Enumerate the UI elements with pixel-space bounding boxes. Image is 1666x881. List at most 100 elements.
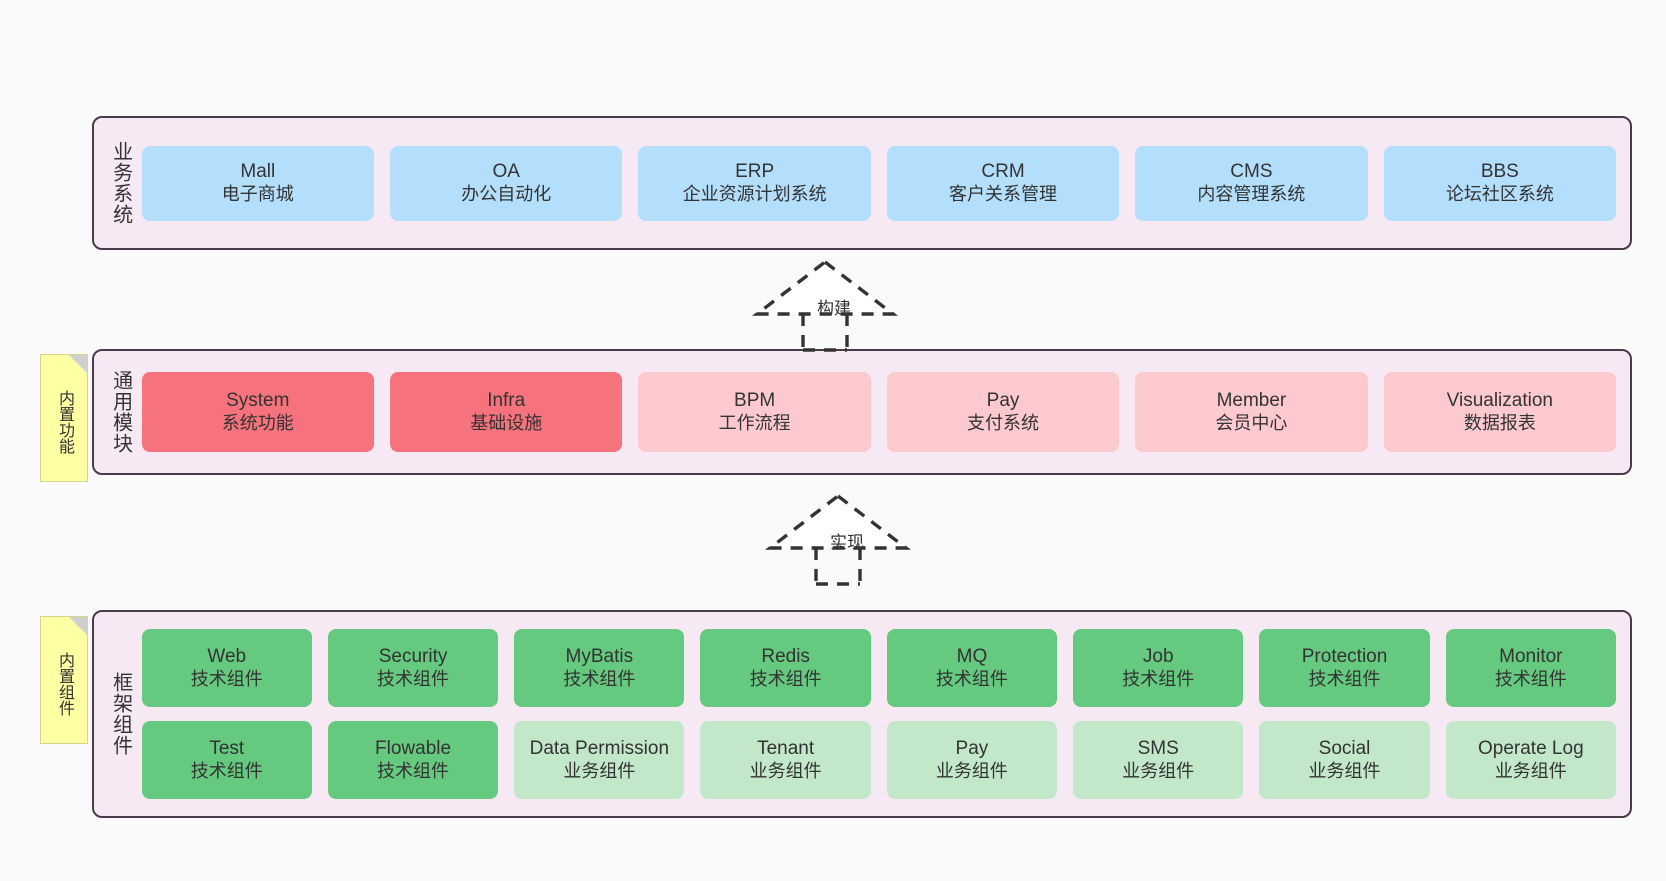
node-title-cn: 技术组件 [1308,668,1381,689]
node-web[interactable]: Web 技术组件 [141,629,312,707]
node-member[interactable]: Member 会员中心 [1135,372,1368,452]
node-title-en: Redis [761,646,810,668]
node-protection[interactable]: Protection 技术组件 [1259,629,1430,707]
node-title-en: Protection [1301,646,1388,668]
node-pay[interactable]: Pay 支付系统 [886,372,1120,452]
node-row: System 系统功能 Infra 基础设施 BPM 工作流程 Pay 支付系统… [141,372,1617,452]
node-title-en: BBS [1480,161,1519,183]
node-mq[interactable]: MQ 技术组件 [886,629,1058,707]
node-redis[interactable]: Redis 技术组件 [700,629,871,707]
node-visualization[interactable]: Visualization 数据报表 [1383,372,1617,452]
node-title-en: Tenant [757,738,815,760]
node-data-permission[interactable]: Data Permission 业务组件 [514,721,685,799]
generalization-triangle-icon [751,259,899,316]
layer-framework-component[interactable]: 框架组件 Web 技术组件 Security 技术组件 MyBatis 技术组件… [92,610,1632,818]
node-cms[interactable]: CMS 内容管理系统 [1135,145,1368,221]
layer-common-module[interactable]: 通用模块 System 系统功能 Infra 基础设施 BPM 工作流程 Pay… [92,349,1632,475]
node-title-en: OA [492,161,520,183]
node-title-en: MyBatis [565,646,634,668]
generalization-triangle-icon [764,493,912,550]
node-pay-business[interactable]: Pay 业务组件 [886,721,1058,799]
layer-business-system[interactable]: 业务系统 Mall 电子商城 OA 办公自动化 ERP 企业资源计划系统 CRM… [92,116,1632,250]
node-title-en: Job [1142,646,1174,668]
node-title-cn: 技术组件 [190,668,263,689]
node-title-cn: 技术组件 [1122,668,1195,689]
node-title-cn: 业务组件 [1308,760,1381,781]
node-system[interactable]: System 系统功能 [141,372,374,452]
node-title-cn: 业务组件 [1122,760,1195,781]
node-test[interactable]: Test 技术组件 [141,721,312,799]
node-title-en: Flowable [375,738,452,760]
node-title-en: Member [1216,390,1287,412]
node-infra[interactable]: Infra 基础设施 [390,372,623,452]
node-title-en: System [226,390,290,412]
node-tenant[interactable]: Tenant 业务组件 [700,721,871,799]
node-row: Web 技术组件 Security 技术组件 MyBatis 技术组件 Redi… [141,629,1616,707]
node-bbs[interactable]: BBS 论坛社区系统 [1383,145,1617,221]
layer-common-module-body: System 系统功能 Infra 基础设施 BPM 工作流程 Pay 支付系统… [141,372,1630,452]
node-title-en: BPM [734,390,776,412]
node-job[interactable]: Job 技术组件 [1073,629,1244,707]
node-title-cn: 数据报表 [1463,412,1536,433]
node-title-en: ERP [735,161,775,183]
node-security[interactable]: Security 技术组件 [327,629,499,707]
node-monitor[interactable]: Monitor 技术组件 [1445,629,1616,707]
node-title-cn: 技术组件 [563,668,636,689]
node-title-en: Pay [955,738,989,760]
node-title-en: Operate Log [1478,738,1584,760]
connector-build: 构建 [751,258,915,352]
node-social[interactable]: Social 业务组件 [1259,721,1430,799]
node-title-cn: 技术组件 [749,668,822,689]
node-title-cn: 基础设施 [470,412,543,433]
connector-shaft-icon [801,314,849,352]
node-title-cn: 企业资源计划系统 [682,183,827,204]
node-mybatis[interactable]: MyBatis 技术组件 [514,629,685,707]
node-title-cn: 业务组件 [563,760,636,781]
node-title-cn: 业务组件 [749,760,822,781]
node-title-cn: 技术组件 [1494,668,1567,689]
folded-corner-icon [69,617,87,635]
sticky-note-builtin-function: 内置功能 [40,354,88,482]
node-crm[interactable]: CRM 客户关系管理 [886,145,1120,221]
node-title-cn: 客户关系管理 [949,183,1058,204]
node-title-cn: 论坛社区系统 [1445,183,1554,204]
node-title-cn: 系统功能 [221,412,294,433]
node-title-en: Visualization [1446,390,1553,412]
node-title-cn: 支付系统 [967,412,1040,433]
node-title-cn: 工作流程 [718,412,791,433]
node-bpm[interactable]: BPM 工作流程 [638,372,871,452]
connector-build-label: 构建 [817,299,851,318]
node-title-en: Data Permission [529,738,670,760]
node-title-cn: 业务组件 [1494,760,1567,781]
node-sms[interactable]: SMS 业务组件 [1073,721,1244,799]
node-title-cn: 技术组件 [377,760,450,781]
node-title-cn: 业务组件 [935,760,1008,781]
layer-business-system-body: Mall 电子商城 OA 办公自动化 ERP 企业资源计划系统 CRM 客户关系… [141,145,1630,221]
node-title-cn: 技术组件 [377,668,450,689]
sticky-note-text: 内置功能 [56,390,73,454]
node-title-cn: 办公自动化 [461,183,552,204]
layer-framework-component-label: 框架组件 [109,672,132,756]
node-row: Mall 电子商城 OA 办公自动化 ERP 企业资源计划系统 CRM 客户关系… [141,145,1617,221]
node-flowable[interactable]: Flowable 技术组件 [327,721,499,799]
node-operate-log[interactable]: Operate Log 业务组件 [1445,721,1616,799]
connector-implement-label: 实现 [830,533,864,552]
node-title-en: SMS [1137,738,1179,760]
node-title-en: Pay [986,390,1020,412]
connector-shaft-icon [814,548,862,586]
node-title-en: Test [209,738,245,760]
node-title-en: Social [1318,738,1371,760]
node-mall[interactable]: Mall 电子商城 [141,145,374,221]
node-oa[interactable]: OA 办公自动化 [390,145,623,221]
node-title-cn: 技术组件 [190,760,263,781]
node-row: Test 技术组件 Flowable 技术组件 Data Permission … [141,721,1616,799]
node-title-en: Security [378,646,448,668]
layer-business-system-label: 业务系统 [109,141,132,225]
node-title-cn: 技术组件 [935,668,1008,689]
node-title-en: Mall [240,161,276,183]
node-erp[interactable]: ERP 企业资源计划系统 [638,145,871,221]
folded-corner-icon [69,355,87,373]
sticky-note-builtin-component: 内置组件 [40,616,88,744]
node-title-en: CRM [981,161,1025,183]
